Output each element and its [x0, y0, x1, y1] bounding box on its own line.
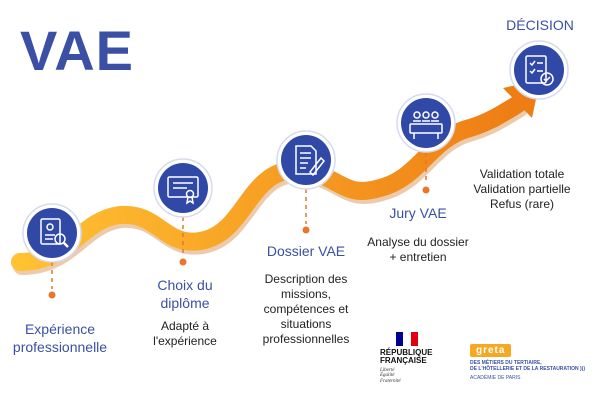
greta-badge: greta: [470, 344, 512, 357]
step-connector-dot: [302, 226, 310, 234]
diploma-icon: [167, 176, 199, 205]
greta-academy: ACADÉMIE DE PARIS: [470, 374, 521, 381]
certificate-search-icon: [40, 218, 69, 248]
checklist-stamp-icon: [525, 55, 554, 86]
step-label: Jury VAE: [389, 205, 446, 221]
french-flag-icon: [396, 332, 418, 346]
step-connector-dot: [422, 186, 430, 194]
document-pen-icon: [295, 145, 326, 177]
step-circle: [27, 208, 77, 258]
step-circle: [281, 135, 331, 185]
step-connector-dot: [48, 291, 56, 299]
jury-panel-icon: [409, 111, 443, 139]
step-circle: [514, 45, 564, 95]
greta-logo: greta DES MÉTIERS DU TERTIAIRE,DE L'HÔTE…: [470, 340, 595, 390]
step-connector-dot: [179, 258, 187, 266]
step-circle: [401, 98, 451, 148]
step-description: Analyse du dossier+ entretien: [367, 235, 468, 264]
step-connectors: [48, 152, 430, 299]
greta-tagline: DES MÉTIERS DU TERTIAIRE,DE L'HÔTELLERIE…: [470, 360, 585, 372]
step-label: Dossier VAE: [267, 243, 345, 259]
page-title: VAE: [20, 19, 134, 82]
step-label: DÉCISION: [506, 17, 574, 33]
